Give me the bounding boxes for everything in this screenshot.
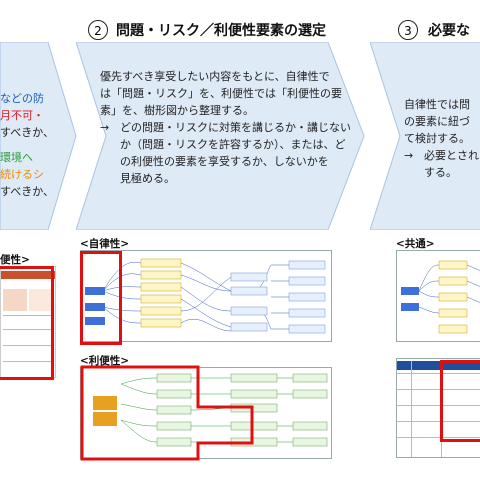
common-highlight-box: [440, 360, 480, 442]
convenience-highlight-box: [80, 365, 254, 461]
step2-arrow-icon: →: [100, 121, 110, 134]
step3-para1-line-1: 自律性では問: [404, 98, 470, 111]
step1-line-5: 続けるシ: [0, 168, 44, 181]
convenience-section-label: <利便性>: [80, 355, 130, 367]
step1-line-1: などの防: [0, 92, 44, 105]
step2-chevron: [76, 42, 365, 230]
step1-chevron: [0, 42, 77, 230]
step3-arrow-icon: →: [404, 149, 414, 162]
step1-highlight-box: [0, 266, 54, 380]
step2-para2-line-1: どの問題・リスクに対策を講じるか・講じない: [120, 121, 351, 134]
step1-text: などの防 月不可・ すべきか、 環境へ 続けるシ すべきか、: [0, 90, 60, 200]
step2-para2-line-2: か（問題・リスクを許容するか）、または、ど: [120, 138, 346, 151]
autonomy-section-label: <自律性>: [80, 238, 130, 250]
step2-para1-line-1: 優先すべき享受したい内容をもとに、自律性で: [100, 70, 330, 83]
autonomy-tree-thumbnail: [80, 250, 332, 342]
autonomy-highlight-box: [80, 251, 122, 345]
step2-para1-line-2: は「問題・リスク」を、利便性では「利便性の要: [100, 87, 342, 100]
step3-para2-line-1: 必要とされ: [424, 149, 479, 162]
step1-line-3: すべきか、: [0, 126, 55, 139]
step2-title: 問題・リスク／利便性要素の選定: [116, 23, 326, 39]
step2-para2-line-3: の利便性の要素を享受するか、しないかを: [120, 155, 329, 168]
step2-number-badge: 2: [88, 20, 108, 40]
step3-para1-line-3: て検討する。: [404, 132, 470, 145]
step1-section-label: 便性>: [0, 254, 30, 266]
step3-para1-line-2: の要素に紐づ: [404, 115, 470, 128]
step2-para2-line-4: 見極める。: [120, 172, 175, 185]
step3-description: 自律性では問 の要素に紐づ て検討する。 → 必要とされ する。: [404, 96, 480, 181]
step1-line-2: 月不可・: [0, 109, 44, 122]
step1-line-6: すべきか、: [0, 185, 55, 198]
common-tree-thumbnail: [396, 250, 480, 342]
step1-line-4: 環境へ: [0, 151, 33, 164]
step2-para1-line-3: 素」を、樹形図から整理する。: [100, 104, 254, 117]
step2-description: 優先すべき享受したい内容をもとに、自律性で は「問題・リスク」を、利便性では「利…: [100, 68, 370, 187]
step3-chevron: [370, 42, 480, 230]
step3-para2-line-2: する。: [424, 166, 457, 179]
step3-title: 必要な: [428, 23, 470, 39]
step3-number-badge: 3: [398, 20, 418, 40]
common-section-label: <共通>: [396, 238, 435, 250]
